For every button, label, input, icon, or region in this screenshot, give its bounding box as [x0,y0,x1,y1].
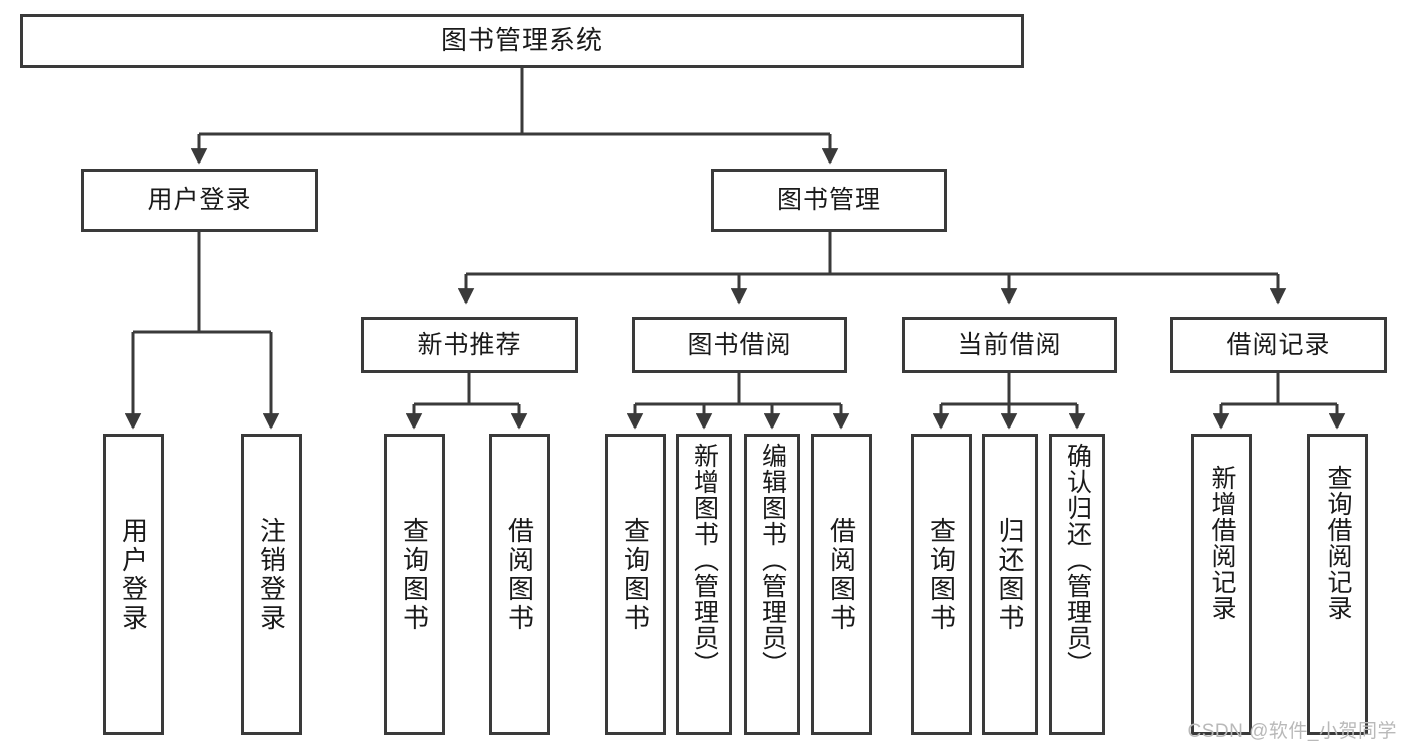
leaf-confirm-return-admin[interactable]: 确认归还（管理员） [1049,434,1105,735]
node-label: 新增借阅记录 [1208,465,1236,621]
node-label: 查询图书 [399,517,430,633]
leaf-return-book[interactable]: 归还图书 [982,434,1038,735]
leaf-query-book-recommend[interactable]: 查询图书 [384,434,445,735]
node-label: 用户登录 [147,186,252,215]
leaf-query-book-borrow[interactable]: 查询图书 [605,434,666,735]
node-label: 查询借阅记录 [1324,465,1352,621]
node-label: 查询图书 [620,517,651,633]
node-label: 当前借阅 [957,330,1062,359]
node-current-borrow[interactable]: 当前借阅 [902,317,1117,373]
node-label: 借阅记录 [1226,330,1331,359]
leaf-query-borrow-record[interactable]: 查询借阅记录 [1307,434,1368,735]
node-label: 确认归还（管理员） [1063,443,1092,677]
csdn-watermark: CSDN @软件_小贺同学 [1187,721,1397,742]
node-root-book-management-system[interactable]: 图书管理系统 [20,14,1024,68]
leaf-query-book-current[interactable]: 查询图书 [911,434,972,735]
node-label: 图书管理 [776,186,881,215]
node-borrow-records[interactable]: 借阅记录 [1170,317,1387,373]
leaf-borrow-book-borrow[interactable]: 借阅图书 [811,434,872,735]
node-label: 借阅图书 [504,517,535,633]
node-label: 查询图书 [926,517,957,633]
leaf-user-logout[interactable]: 注销登录 [241,434,302,735]
leaf-user-login[interactable]: 用户登录 [103,434,164,735]
node-book-management[interactable]: 图书管理 [711,169,947,232]
node-label: 图书管理系统 [440,25,603,56]
leaf-edit-book-admin[interactable]: 编辑图书（管理员） [744,434,800,735]
leaf-borrow-book-recommend[interactable]: 借阅图书 [489,434,550,735]
node-new-book-recommend[interactable]: 新书推荐 [361,317,578,373]
node-label: 编辑图书（管理员） [758,443,787,677]
node-label: 新增图书（管理员） [690,443,719,677]
node-user-login[interactable]: 用户登录 [81,169,318,232]
node-label: 图书借阅 [687,330,792,359]
node-label: 注销登录 [256,517,287,633]
node-book-borrow[interactable]: 图书借阅 [632,317,847,373]
node-label: 用户登录 [118,517,149,633]
node-label: 新书推荐 [417,330,522,359]
node-label: 借阅图书 [826,517,857,633]
node-label: 归还图书 [995,517,1025,633]
leaf-add-book-admin[interactable]: 新增图书（管理员） [676,434,732,735]
leaf-add-borrow-record[interactable]: 新增借阅记录 [1191,434,1252,735]
